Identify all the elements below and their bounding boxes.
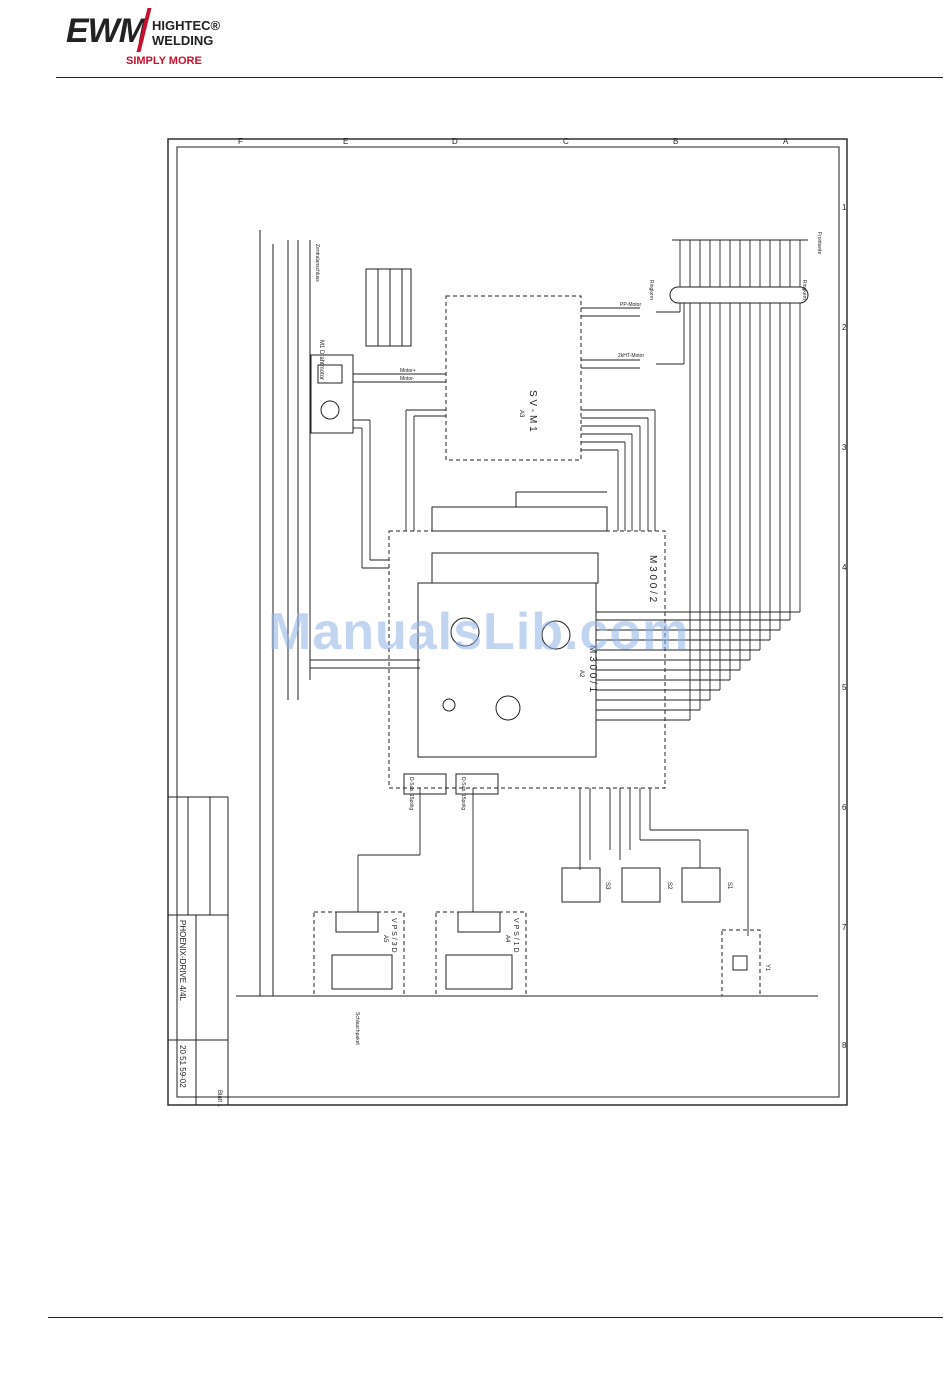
info-table [365,268,412,347]
grid-labels: F E D C B A 1 2 3 4 5 6 7 8 [238,137,847,1050]
grid-num-3: 3 [842,443,847,452]
vps-a4-dsub [457,911,501,933]
motor-m1-symbol [317,364,343,384]
grid-num-6: 6 [842,803,847,812]
dsub-a4 [455,773,499,795]
knob-mode [495,695,521,721]
grid-letter-d: D [452,137,458,146]
footer-rule [48,1317,943,1318]
logo-tagline: SIMPLY MORE [126,55,202,67]
title-block-title: PHOENIX-DRIVE 4/4L [178,920,187,1001]
switch-s1-box [681,867,721,903]
schematic-outer-frame [167,138,848,1106]
ringkern-cable [669,286,809,304]
label-dsub-a4: D-Sub. 15polig [460,777,466,810]
label-motor-minus: Motor- [400,376,415,382]
motor-m1-tacho [320,400,340,420]
sv-m1-module [445,295,582,461]
label-m1: M1 Drahtmotor [318,340,324,380]
label-vps-a5: V P S / 3 D [390,918,397,953]
grid-num-1: 1 [842,203,847,212]
ewm-logo: EWM HIGHTEC® WELDING SIMPLY MORE [66,8,246,70]
logo-line-2: WELDING [152,33,214,48]
connector-block-x4 [431,506,608,532]
label-a2: A2 [578,670,584,678]
dsub-a5 [403,773,447,795]
knob-wire-speed [450,617,480,647]
title-block-sheet: Blatt 1 [216,1090,222,1108]
grid-letter-e: E [343,137,348,146]
title-block-number: 20 51 59-02 [178,1045,187,1088]
grid-letter-a: A [783,137,789,146]
grid-num-5: 5 [842,683,847,692]
label-s2: S2 [666,882,672,890]
label-a3: A3 [518,410,524,418]
switch-s3-box [561,867,601,903]
vps-a4-terminals [445,954,513,990]
grid-num-8: 8 [842,1041,847,1050]
label-motor-plus: Motor+ [400,368,416,374]
vps-a5-dsub [335,911,379,933]
watermark: ManualsLib.com [268,603,690,661]
grid-num-4: 4 [842,563,847,572]
valve-y1-coil [732,955,748,971]
switch-s2-box [621,867,661,903]
grid-letter-b: B [673,137,678,146]
label-zentralanschluss: Zentralanschluss [314,244,320,282]
label-s1: S1 [726,882,732,890]
label-m3001: M 3 0 0 / 1 [587,645,598,693]
logo-line-1: HIGHTEC® [152,18,221,33]
grid-letter-f: F [238,137,243,146]
label-schlauchpaket: Schlauchpaket [354,1012,360,1045]
label-a5: A5 [382,935,388,943]
vps-a5-terminals [331,954,393,990]
label-push-pull: 2kHT-Motor [618,353,644,359]
label-m3002: M 3 0 0 / 2 [647,555,658,603]
label-dsub-a5: D-Sub. 15polig [408,777,414,810]
valve-y1-box [721,929,761,997]
label-sv-m1: S V - M 1 [527,390,538,432]
motor-m1-box [310,354,354,434]
label-ringkern-2: Ringkern [801,280,807,300]
grid-letter-c: C [563,137,569,146]
label-y1: Y1 [764,964,770,972]
schematic-inner-frame [176,146,840,1098]
grid-num-2: 2 [842,323,847,332]
led-indicator [442,698,456,712]
knob-voltage [541,620,571,650]
harness-lines [310,240,801,936]
header-rule [56,77,943,78]
label-vps-a4: V P S / 1 D [512,918,519,953]
grid-num-7: 7 [842,923,847,932]
label-frontseite: Frontseite [816,232,822,254]
label-a4: A4 [504,935,510,943]
label-s3: S3 [604,882,610,890]
connector-block-x3 [431,552,599,584]
logo-wordmark: EWM [66,12,147,50]
label-pp-motor: PP-Motor [620,302,641,308]
label-ringkern-1: Ringkern [648,280,654,300]
